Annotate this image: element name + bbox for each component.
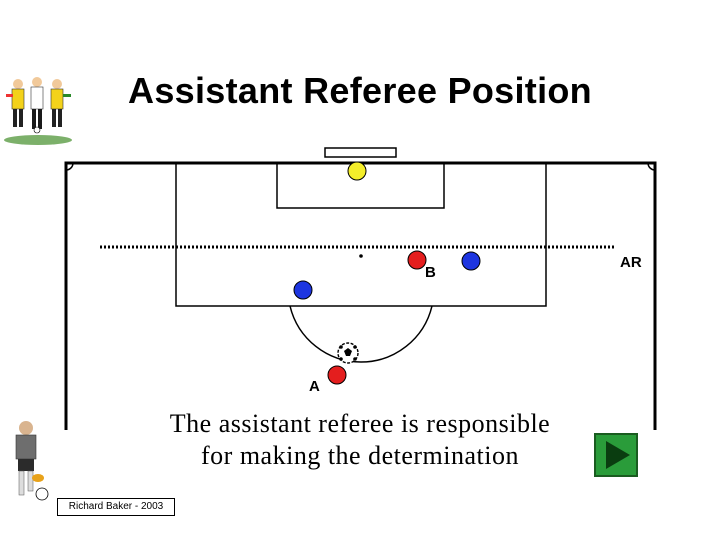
defender-right-marker [461,251,481,271]
next-slide-button[interactable] [594,433,638,477]
penalty-area [175,162,547,307]
corner-arc-right [647,162,656,171]
pitch-boundary [64,161,657,430]
goalkeeper-marker [347,161,367,181]
penalty-arc [289,305,433,363]
play-triangle-icon [606,441,630,469]
corner-arc-left [65,162,74,171]
player-b-marker [407,250,427,270]
defender-left-marker [293,280,313,300]
caption-line-2: for making the determination [201,441,519,470]
slide-caption: The assistant referee is responsible for… [100,408,620,472]
player-a-label: A [309,378,320,395]
slide-title: Assistant Referee Position [128,70,592,111]
penalty-spot [359,254,363,258]
player-b-label: B [425,264,436,281]
caption-line-1: The assistant referee is responsible [169,409,551,438]
goal [324,147,397,158]
referees-clipart-icon [4,77,72,145]
author-credit: Richard Baker - 2003 [57,498,175,516]
assistant-referee-label: AR [620,254,642,271]
soccer-ball-icon [337,342,359,364]
player-clipart-icon [15,421,49,501]
player-a-marker [327,365,347,385]
